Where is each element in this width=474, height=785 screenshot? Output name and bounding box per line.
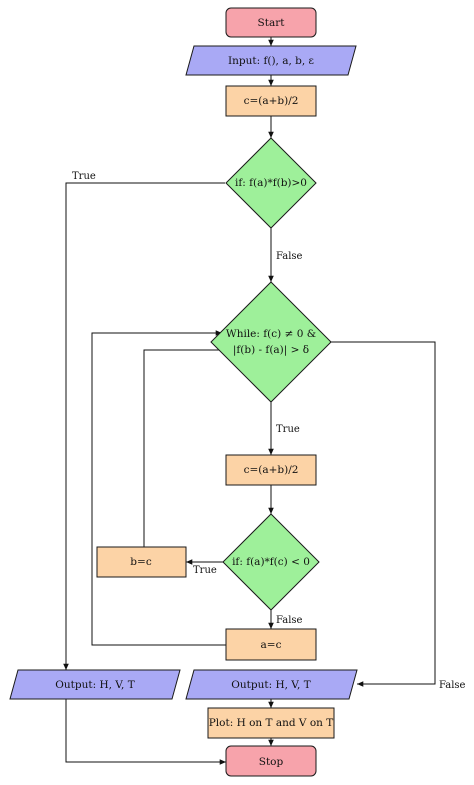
stop-label: Stop [259, 756, 284, 768]
node-c-loop: c=(a+b)/2 [225, 454, 317, 486]
label-while-false: False [439, 680, 466, 691]
node-plot: Plot: H on T and V on T [207, 707, 335, 739]
node-output-left: Output: H, V, T [9, 669, 181, 700]
start-label: Start [258, 17, 286, 29]
c-init-shape [225, 85, 317, 117]
edge-bc-loop [143, 347, 236, 547]
node-if-outer: if: f(a)*f(b)>0 [225, 137, 317, 229]
c-init-label: c=(a+b)/2 [244, 95, 299, 107]
stop-shape [225, 745, 317, 777]
while-label-line1: While: f(c) ≠ 0 & [226, 328, 316, 340]
if-outer-shape [225, 137, 317, 229]
while-shape [210, 281, 332, 403]
edge-while-false [331, 341, 436, 687]
b-eq-c-shape [96, 546, 187, 578]
if-outer-label: if: f(a)*f(b)>0 [235, 177, 307, 189]
start-shape [225, 7, 317, 38]
node-c-init: c=(a+b)/2 [225, 85, 317, 117]
a-eq-c-label: a=c [261, 639, 282, 651]
label-outer-true: True [72, 171, 96, 182]
output-right-label: Output: H, V, T [231, 679, 310, 691]
if-inner-shape [222, 513, 320, 611]
a-eq-c-shape [225, 628, 317, 661]
c-loop-shape [225, 454, 317, 486]
node-input: Input: f(), a, b, ε [185, 45, 357, 76]
edge-outputleft-stop [65, 699, 226, 765]
edges [63, 37, 436, 765]
node-output-right: Output: H, V, T [185, 669, 358, 700]
b-eq-c-label: b=c [130, 556, 152, 568]
label-inner-false: False [276, 615, 303, 626]
label-outer-false: False [276, 251, 303, 262]
edge-ac-loop [91, 330, 226, 646]
plot-shape [207, 707, 335, 739]
node-b-eq-c: b=c [96, 546, 187, 578]
label-while-true: True [276, 424, 300, 435]
input-shape [185, 45, 357, 76]
while-label-line2: |f(b) - f(a)| > δ [233, 344, 309, 357]
node-stop: Stop [225, 745, 317, 777]
label-inner-true: True [193, 565, 217, 576]
output-left-label: Output: H, V, T [55, 679, 134, 691]
input-label: Input: f(), a, b, ε [228, 55, 314, 67]
node-start: Start [225, 7, 317, 38]
plot-label: Plot: H on T and V on T [209, 717, 334, 729]
output-left-shape [9, 669, 181, 700]
if-inner-label: if: f(a)*f(c) < 0 [232, 556, 310, 568]
edge-ifouter-true [63, 182, 225, 670]
node-if-inner: if: f(a)*f(c) < 0 [222, 513, 320, 611]
output-right-shape [185, 669, 358, 700]
node-while: While: f(c) ≠ 0 & |f(b) - f(a)| > δ [210, 281, 332, 403]
c-loop-label: c=(a+b)/2 [244, 464, 299, 476]
edge-labels: True False True True False False [72, 171, 466, 691]
node-a-eq-c: a=c [225, 628, 317, 661]
